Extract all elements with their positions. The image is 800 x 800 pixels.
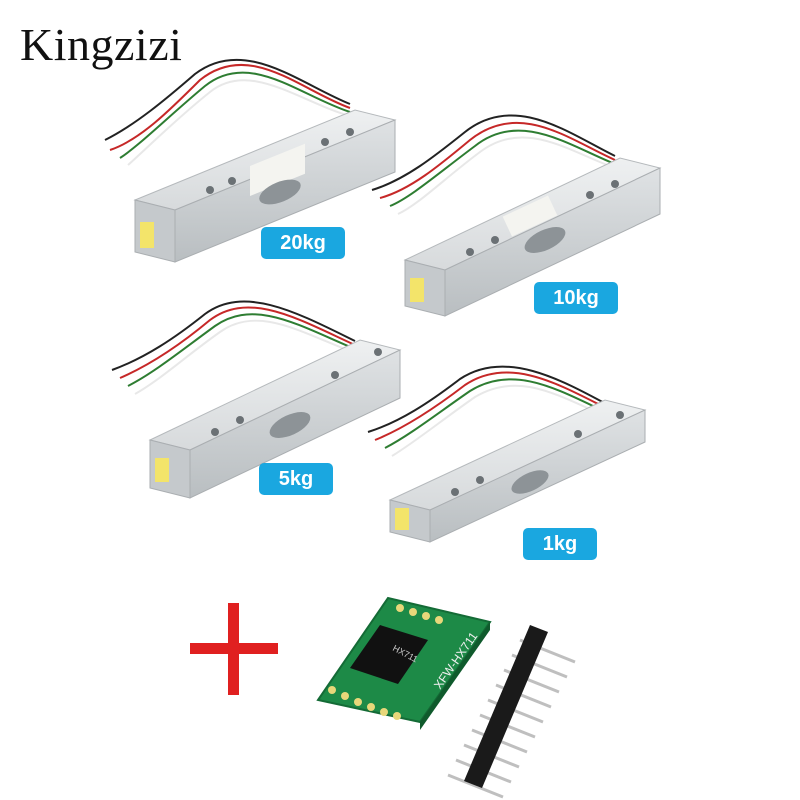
load-cell-5kg bbox=[111, 300, 402, 499]
capacity-badge-1kg: 1kg bbox=[523, 528, 597, 560]
capacity-badge-5kg: 5kg bbox=[259, 463, 333, 495]
brand-logo: Kingzizi bbox=[20, 19, 183, 70]
capacity-badge-20kg: 20kg bbox=[261, 227, 345, 259]
pin-header bbox=[447, 625, 576, 799]
wires bbox=[371, 114, 616, 215]
load-cell-10kg bbox=[371, 114, 662, 317]
wires bbox=[367, 365, 611, 457]
plus-icon bbox=[190, 603, 278, 695]
capacity-badge-10kg: 10kg bbox=[534, 282, 618, 314]
wires bbox=[104, 58, 351, 166]
load-cell-20kg bbox=[104, 58, 397, 263]
wires bbox=[111, 300, 356, 395]
load-cell-1kg bbox=[367, 365, 647, 543]
hx711-board: HX711 XFW-HX711 bbox=[316, 596, 492, 730]
